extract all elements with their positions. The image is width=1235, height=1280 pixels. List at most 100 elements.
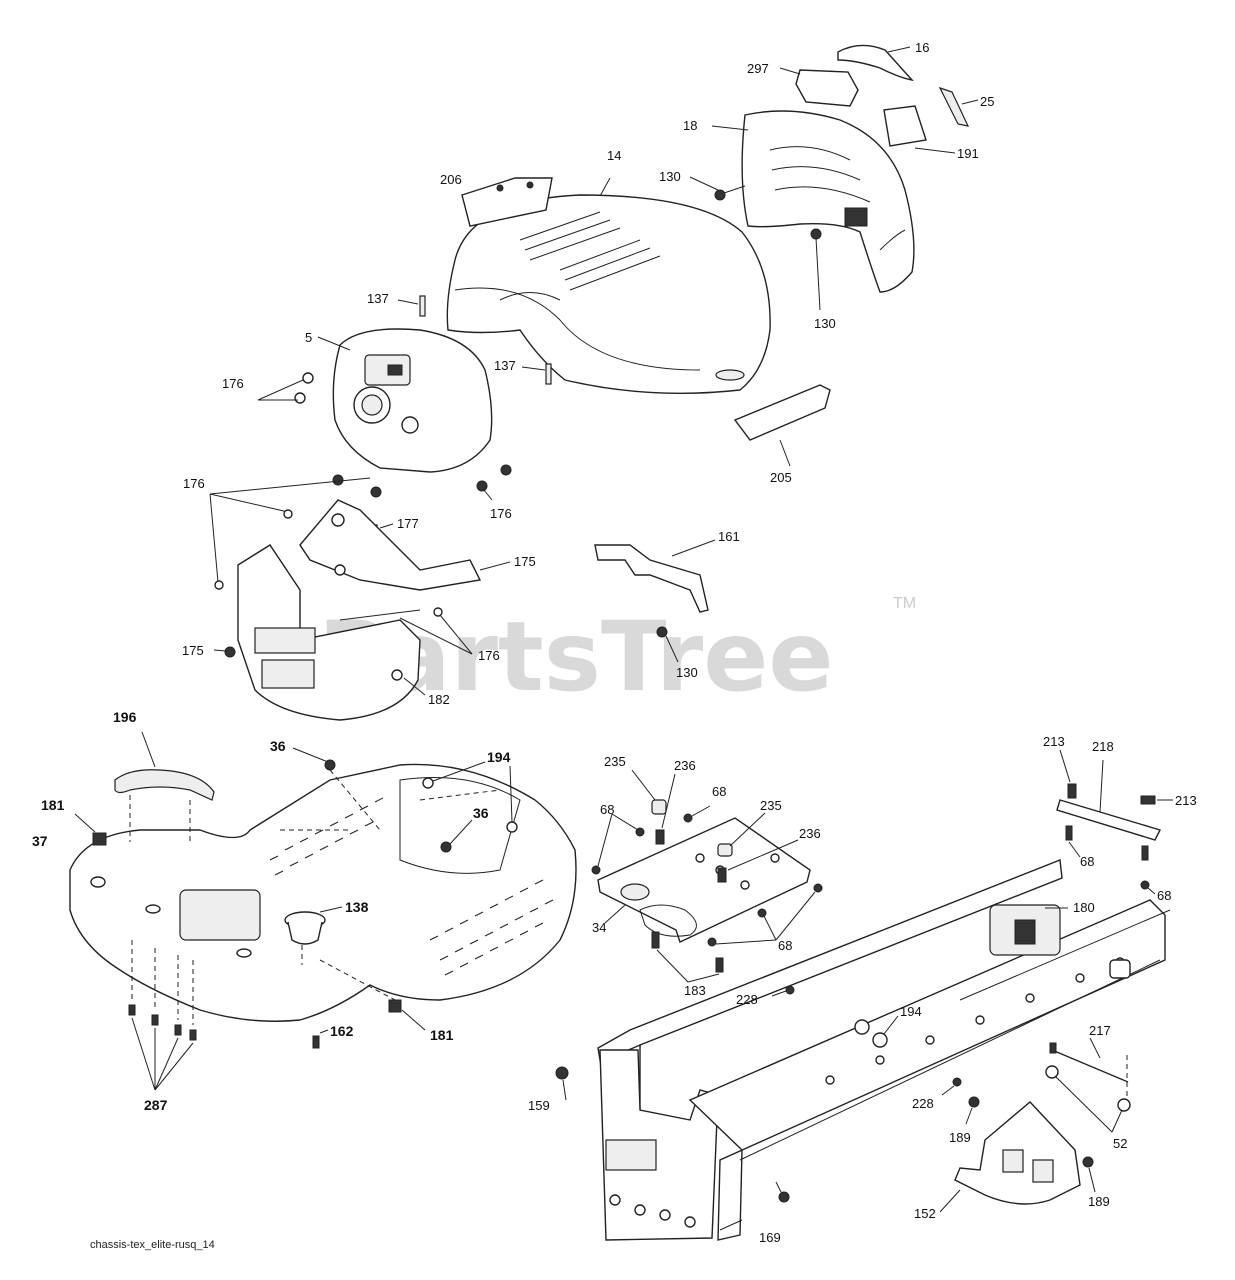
part-68-bolts-a[interactable] [591,805,711,875]
callout-130b: 130 [814,316,836,331]
callout-213a: 213 [1043,734,1065,749]
callout-37: 37 [32,833,48,849]
callout-287: 287 [144,1097,168,1113]
callout-18: 18 [683,118,697,133]
part-25-emblem[interactable] [938,86,979,127]
callout-213b: 213 [1175,793,1197,808]
callout-68d: 68 [1080,854,1094,869]
part-213-bolts[interactable] [1059,749,1173,805]
callout-177: 177 [397,516,419,531]
part-183-bolts[interactable] [651,931,724,983]
callout-16: 16 [915,40,929,55]
part-52-nuts[interactable] [1045,1055,1131,1133]
part-137-pin-a[interactable] [397,295,426,317]
part-236-pin-b[interactable] [717,839,799,883]
part-16-lens[interactable] [837,44,914,82]
part-176-lines-c[interactable] [209,477,371,590]
callout-68c: 68 [778,938,792,953]
part-18-grille[interactable] [711,110,915,293]
callout-297: 297 [747,61,769,76]
callout-175b: 175 [182,643,204,658]
part-189-bolts[interactable] [965,1096,1096,1193]
part-175-bracket[interactable] [299,499,511,591]
part-194-nuts-a[interactable] [422,761,518,833]
part-137-pin-b[interactable] [521,363,552,385]
callout-68b: 68 [600,802,614,817]
part-14-hood[interactable] [446,177,771,395]
callout-194b: 194 [900,1004,922,1019]
part-130-screw-a[interactable] [689,176,746,201]
part-235-spacer-a[interactable] [631,769,667,815]
part-frame-rail-right[interactable] [688,899,1171,1241]
part-194-nut-b[interactable] [854,1015,899,1048]
part-68-bolts-b[interactable] [707,883,823,947]
part-181-bushing-b[interactable] [319,959,426,1031]
callout-137b: 137 [494,358,516,373]
part-37-foot-plate[interactable] [69,763,577,1022]
callout-235b: 235 [760,798,782,813]
callout-36a: 36 [270,738,286,754]
callout-194a: 194 [487,749,511,765]
part-176-screws-a[interactable] [257,372,314,404]
callout-5: 5 [305,330,312,345]
part-180-axle-housing[interactable] [989,904,1131,979]
callout-176a: 176 [222,376,244,391]
part-206-bracket[interactable] [461,177,553,227]
callout-130c: 130 [676,665,698,680]
part-68-bolts-c[interactable] [1065,825,1156,895]
part-196-pedal-pad[interactable] [114,731,215,842]
callout-180: 180 [1073,900,1095,915]
callout-138: 138 [345,899,369,915]
callout-169: 169 [759,1230,781,1245]
part-138-boot[interactable] [284,906,343,965]
callout-181b: 181 [430,1027,454,1043]
part-236-pin-a[interactable] [655,773,676,845]
part-176-lines-d[interactable] [399,607,473,655]
callout-159: 159 [528,1098,550,1113]
part-175-nut[interactable] [213,646,236,658]
part-218-bracket[interactable] [1056,759,1161,841]
callout-52: 52 [1113,1136,1127,1151]
callout-175a: 175 [514,554,536,569]
part-162-bolt[interactable] [312,1029,329,1049]
callout-176b: 176 [183,476,205,491]
part-287-screws[interactable] [128,940,197,1091]
part-297-light[interactable] [779,67,859,107]
callout-205: 205 [770,470,792,485]
callout-181a: 181 [41,797,65,813]
callout-191: 191 [957,146,979,161]
part-36-bolt-b[interactable] [440,819,473,853]
callout-235a: 235 [604,754,626,769]
callout-183: 183 [684,983,706,998]
callout-68a: 68 [712,784,726,799]
callout-189b: 189 [1088,1194,1110,1209]
part-228-bolt-b[interactable] [941,1077,962,1096]
part-130-screw-b[interactable] [810,228,822,311]
part-205-bracket[interactable] [733,384,831,467]
part-130-screw-c[interactable] [656,626,679,663]
part-182-console[interactable] [237,544,426,721]
part-217-rod[interactable] [1049,1037,1129,1083]
part-5-dash-panel[interactable] [317,328,493,473]
part-152-shield[interactable] [939,1101,1081,1213]
part-169-bolt[interactable] [775,1181,790,1203]
part-36-bolt-a[interactable] [292,747,381,831]
part-181-bushing-a[interactable] [74,813,107,846]
part-159-bolt[interactable] [555,1066,569,1101]
part-161-bracket[interactable] [594,539,716,613]
callout-152: 152 [914,1206,936,1221]
part-frame-rail-left[interactable] [597,859,1063,1241]
callout-218: 218 [1092,739,1114,754]
callout-176c: 176 [490,506,512,521]
callout-217: 217 [1089,1023,1111,1038]
callout-182: 182 [428,692,450,707]
part-235-spacer-b[interactable] [717,812,766,857]
part-176-nuts-b[interactable] [332,464,512,501]
callout-189a: 189 [949,1130,971,1145]
part-191-light[interactable] [883,105,956,154]
part-228-bolt-a[interactable] [771,985,795,997]
part-34-mount-plate[interactable] [597,817,811,943]
callout-14: 14 [607,148,621,163]
callout-68e: 68 [1157,888,1171,903]
